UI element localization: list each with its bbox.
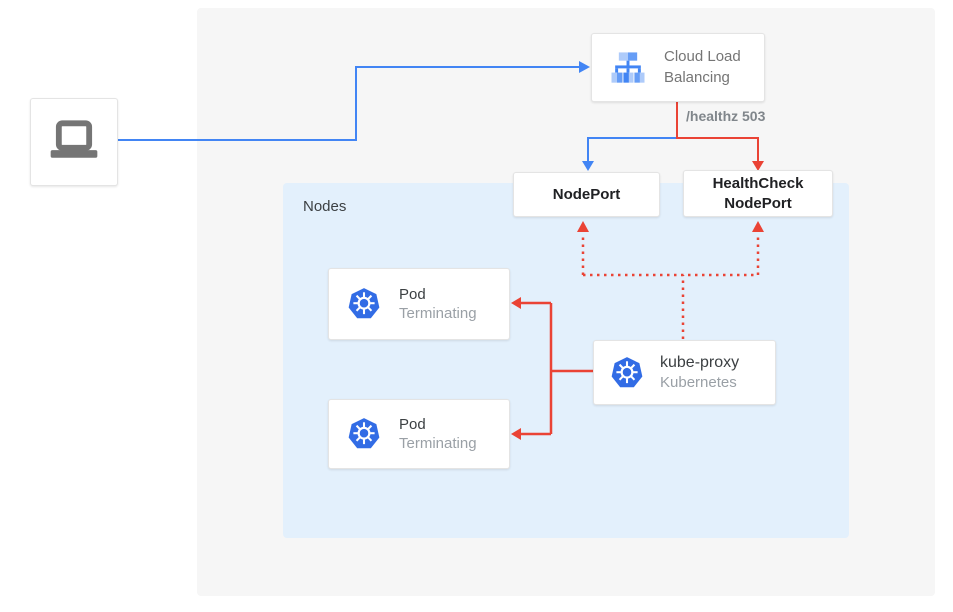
- pod-labels: Pod Terminating: [399, 416, 477, 452]
- kubernetes-icon: [345, 285, 383, 323]
- kube-proxy-title: kube-proxy: [660, 354, 740, 371]
- healthcheck-nodeport-card: HealthCheck NodePort: [683, 170, 833, 217]
- pod-status: Terminating: [399, 435, 477, 452]
- pod-title: Pod: [399, 416, 426, 433]
- pod-labels: Pod Terminating: [399, 286, 477, 322]
- kube-proxy-labels: kube-proxy Kubernetes: [660, 354, 739, 391]
- cloud-load-balancing-card: Cloud Load Balancing: [591, 33, 765, 102]
- cloud-load-balancing-label: Cloud Load Balancing: [664, 48, 741, 86]
- nodes-panel-label: Nodes: [303, 198, 347, 215]
- laptop-icon: [46, 116, 102, 168]
- cloud-load-balancing-icon: [606, 46, 650, 90]
- healthz-503-label: /healthz 503: [686, 108, 766, 124]
- nodeport-card: NodePort: [513, 172, 660, 217]
- kube-proxy-subtitle: Kubernetes: [660, 374, 737, 391]
- client-card: [30, 98, 118, 186]
- kube-proxy-card: kube-proxy Kubernetes: [593, 340, 776, 405]
- pod-terminating-card-top: Pod Terminating: [328, 268, 510, 340]
- nodeport-label: NodePort: [552, 185, 621, 203]
- kubernetes-icon: [345, 415, 383, 453]
- kubernetes-icon: [608, 354, 646, 392]
- pod-terminating-card-bottom: Pod Terminating: [328, 399, 510, 469]
- pod-title: Pod: [399, 286, 426, 303]
- pod-status: Terminating: [399, 305, 477, 322]
- healthcheck-nodeport-label: HealthCheck NodePort: [712, 175, 804, 212]
